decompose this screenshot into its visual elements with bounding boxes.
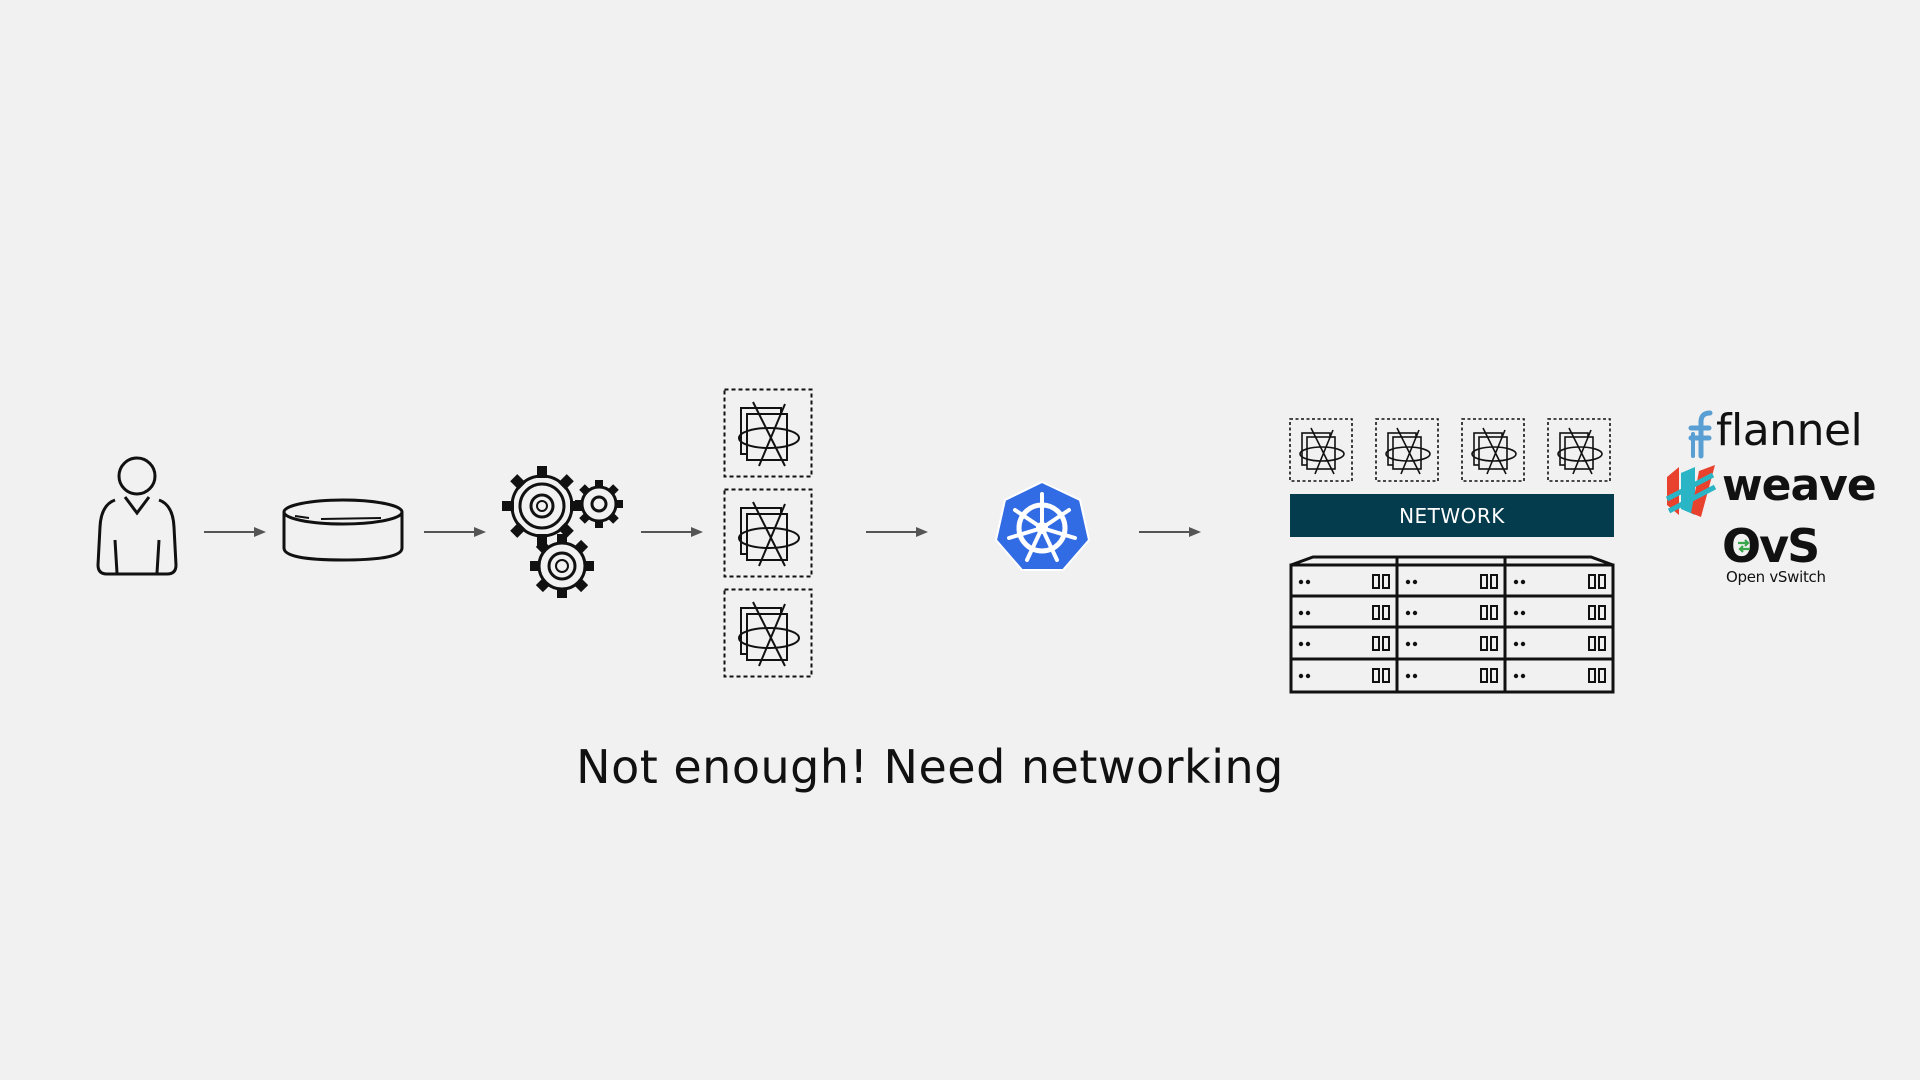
container-icon (1289, 418, 1353, 482)
diagram-caption: Not enough! Need networking (576, 740, 1284, 794)
kubernetes-logo-icon (994, 480, 1091, 571)
container-icon (1375, 418, 1439, 482)
ovs-logo-text: OvS (1722, 519, 1820, 573)
arrow-icon (204, 527, 266, 537)
ovs-logo-subtitle: Open vSwitch (1726, 568, 1826, 586)
server-rack-icon (1289, 555, 1615, 694)
arrow-icon (866, 527, 928, 537)
container-icon (1547, 418, 1611, 482)
network-bar: NETWORK (1290, 494, 1614, 537)
storage-disk-icon (282, 498, 404, 562)
weave-logo-icon (1665, 465, 1717, 517)
arrow-icon (424, 527, 486, 537)
gears-icon (502, 466, 623, 598)
flannel-logo-text: flannel (1716, 405, 1863, 456)
weave-logo-text: weave (1722, 460, 1877, 511)
container-icon (1461, 418, 1525, 482)
arrow-icon (641, 527, 703, 537)
container-icon (723, 588, 813, 678)
container-icon (723, 488, 813, 578)
arrow-icon (1139, 527, 1201, 537)
container-icon (723, 388, 813, 478)
flannel-logo-icon (1688, 410, 1713, 459)
user-icon (96, 456, 178, 576)
ovs-arrows-icon (1738, 539, 1750, 553)
